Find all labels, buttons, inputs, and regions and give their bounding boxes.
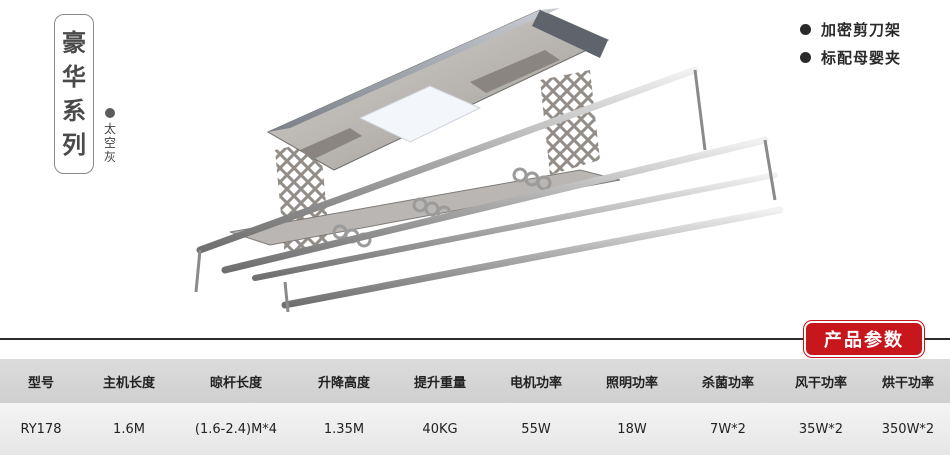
table-header-cell: 烘干功率 <box>881 375 934 391</box>
table-cell: 55W <box>521 421 551 437</box>
spec-table: 型号 主机长度 晾杆长度 升降高度 提升重量 电机功率 照明功率 杀菌功率 风干… <box>0 359 950 455</box>
table-header-cell: 杀菌功率 <box>701 375 754 391</box>
series-badge: 豪 华 系 列 <box>54 14 94 174</box>
table-row: RY178 1.6M (1.6-2.4)M*4 1.35M 40KG 55W 1… <box>0 403 950 455</box>
color-tag: 太 空 灰 <box>102 108 118 164</box>
table-cell: 35W*2 <box>798 421 844 437</box>
series-char: 系 <box>62 96 86 125</box>
bullet-icon <box>800 23 811 35</box>
color-dot-icon <box>105 108 115 118</box>
feature-text: 加密剪刀架 <box>821 20 902 39</box>
feature-item: 加密剪刀架 <box>800 16 901 42</box>
table-header-row: 型号 主机长度 晾杆长度 升降高度 提升重量 电机功率 照明功率 杀菌功率 风干… <box>0 359 950 403</box>
table-cell: 40KG <box>422 421 458 437</box>
table-cell: RY178 <box>20 421 62 437</box>
table-cell: 7W*2 <box>710 421 746 437</box>
table-header-cell: 提升重量 <box>413 375 466 391</box>
series-char: 豪 <box>62 28 86 57</box>
table-cell: 18W <box>617 421 647 437</box>
table-cell: 1.35M <box>323 421 365 437</box>
section-divider <box>0 338 950 340</box>
table-header-cell: 主机长度 <box>102 375 155 391</box>
color-char: 太 <box>103 122 116 136</box>
series-char: 列 <box>62 130 86 159</box>
table-cell: 350W*2 <box>881 421 935 437</box>
product-illustration <box>194 8 784 313</box>
table-header-cell: 型号 <box>27 375 54 391</box>
table-cell: 1.6M <box>113 421 145 437</box>
table-header-cell: 电机功率 <box>509 375 562 391</box>
color-char: 空 <box>103 136 116 150</box>
table-header-cell: 晾杆长度 <box>209 375 262 391</box>
section-title: 产品参数 <box>824 330 904 351</box>
color-char: 灰 <box>103 150 116 164</box>
feature-text: 标配母婴夹 <box>821 48 902 67</box>
series-char: 华 <box>62 62 86 91</box>
feature-list: 加密剪刀架 标配母婴夹 <box>800 16 901 72</box>
table-header-cell: 照明功率 <box>605 375 658 391</box>
bullet-icon <box>800 51 811 63</box>
table-header-cell: 风干功率 <box>794 375 847 391</box>
section-title-badge: 产品参数 <box>804 321 924 357</box>
table-cell: (1.6-2.4)M*4 <box>194 421 278 437</box>
feature-item: 标配母婴夹 <box>800 44 901 70</box>
table-header-cell: 升降高度 <box>317 375 370 391</box>
